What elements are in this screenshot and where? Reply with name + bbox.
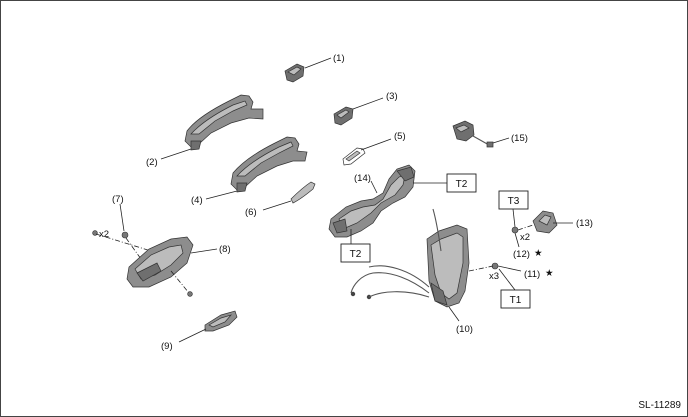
label-14: (14) bbox=[354, 173, 371, 184]
svg-text:T2: T2 bbox=[350, 249, 362, 260]
leader-15 bbox=[492, 137, 510, 144]
label-1: (1) bbox=[333, 53, 345, 64]
torque-box-t2-top: T2 bbox=[446, 173, 477, 193]
label-8: (8) bbox=[219, 244, 231, 255]
part-2-outer-handle bbox=[184, 94, 264, 151]
part-9-bezel bbox=[204, 310, 238, 332]
qty-7: x2 bbox=[99, 229, 109, 240]
label-4: (4) bbox=[191, 195, 203, 206]
part-1-handle-cap bbox=[284, 63, 305, 83]
leader-8 bbox=[190, 248, 218, 254]
label-6: (6) bbox=[245, 207, 257, 218]
leader-2 bbox=[160, 148, 192, 160]
torque-box-t2-bottom: T2 bbox=[340, 243, 371, 263]
leader-11 bbox=[497, 265, 522, 272]
leader-7 bbox=[119, 203, 125, 232]
leader-12 bbox=[514, 232, 520, 248]
label-3: (3) bbox=[386, 91, 398, 102]
star-icon-11: ★ bbox=[545, 268, 554, 279]
leader-t1 bbox=[498, 268, 516, 291]
label-11: (11) bbox=[524, 269, 540, 280]
centerline-7 bbox=[95, 233, 152, 252]
torque-box-t3: T3 bbox=[498, 190, 529, 210]
part-11-screw bbox=[468, 262, 499, 272]
part-15-cylinder bbox=[452, 120, 494, 148]
centerline-7b bbox=[125, 237, 142, 260]
part-3-cylinder-cap bbox=[333, 106, 354, 126]
label-12: (12) bbox=[513, 249, 530, 260]
torque-box-t1: T1 bbox=[500, 289, 531, 309]
label-15: (15) bbox=[511, 133, 528, 144]
svg-text:T1: T1 bbox=[510, 295, 522, 306]
svg-text:T2: T2 bbox=[456, 179, 468, 190]
label-5: (5) bbox=[394, 131, 406, 142]
leader-3 bbox=[352, 97, 384, 110]
label-9: (9) bbox=[161, 341, 173, 352]
leader-5 bbox=[360, 138, 392, 151]
star-icon-12: ★ bbox=[534, 248, 543, 259]
part-14-handle-frame bbox=[328, 164, 416, 238]
leader-4 bbox=[205, 190, 238, 200]
label-13: (13) bbox=[576, 218, 593, 229]
svg-text:T3: T3 bbox=[508, 196, 520, 207]
label-7: (7) bbox=[112, 194, 124, 205]
part-4-outer-handle bbox=[230, 136, 308, 193]
label-10: (10) bbox=[456, 324, 473, 335]
figure-code: SL-11289 bbox=[638, 400, 681, 411]
part-5-gasket bbox=[342, 147, 366, 166]
leader-1 bbox=[304, 57, 332, 69]
leader-t3 bbox=[512, 208, 516, 228]
qty-11: x3 bbox=[489, 271, 499, 282]
part-12-screw bbox=[511, 224, 534, 234]
part-13-striker bbox=[532, 210, 558, 234]
leader-6 bbox=[262, 200, 292, 211]
part-6-handle-seal bbox=[290, 181, 316, 204]
leader-9 bbox=[178, 328, 207, 343]
leader-10 bbox=[448, 306, 460, 322]
label-2: (2) bbox=[146, 157, 158, 168]
part-8-inner-handle bbox=[126, 236, 194, 297]
qty-12: x2 bbox=[520, 232, 530, 243]
part-10-latch-assembly bbox=[350, 208, 470, 308]
leader-14 bbox=[370, 180, 378, 194]
